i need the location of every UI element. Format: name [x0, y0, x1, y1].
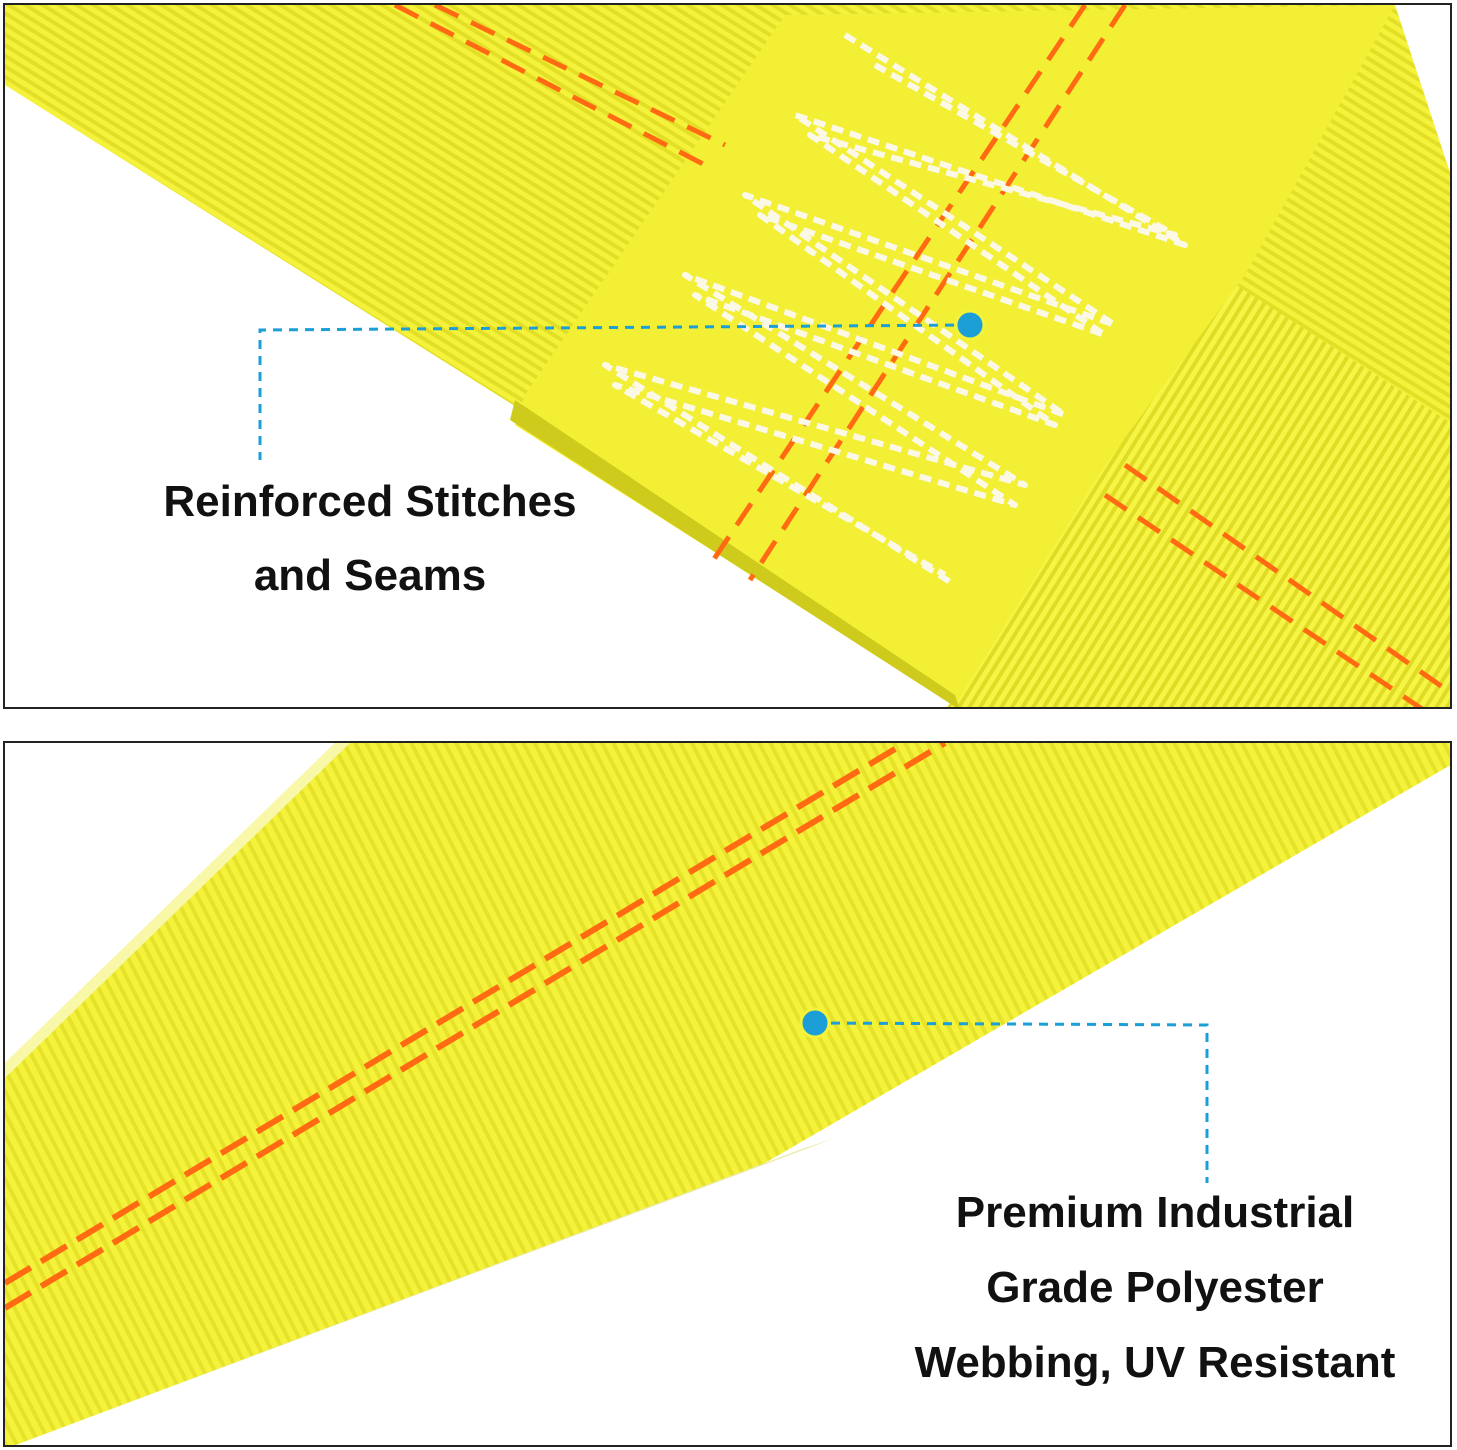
webbing-photo	[5, 743, 1450, 1445]
stitch-photo	[5, 5, 1450, 707]
webbing-strap-right	[947, 265, 1450, 707]
webbing-band	[5, 743, 1450, 1445]
label-line: Grade Polyester	[986, 1263, 1324, 1312]
callout-leader-bottom	[814, 1021, 1209, 1183]
reinforced-stitches-label: Reinforced Stitches and Seams	[105, 465, 635, 613]
stitched-patch	[515, 5, 1395, 705]
label-line: and Seams	[253, 551, 487, 600]
stitch-detail-panel: Reinforced Stitches and Seams	[3, 3, 1452, 709]
webbing-detail-panel: Premium Industrial Grade Polyester Webbi…	[3, 741, 1452, 1447]
label-line: Reinforced Stitches	[163, 477, 577, 526]
premium-webbing-label: Premium Industrial Grade Polyester Webbi…	[865, 1175, 1445, 1400]
callout-dot-top	[954, 309, 986, 341]
callout-leader-top	[258, 323, 971, 460]
label-line: Premium Industrial	[955, 1188, 1355, 1237]
label-line: Webbing, UV Resistant	[914, 1338, 1396, 1387]
reinforced-stitching	[602, 32, 1188, 588]
callout-dot-bottom	[799, 1007, 831, 1039]
orange-stripe-lines	[393, 5, 1450, 707]
orange-center-stripe	[5, 743, 947, 1311]
